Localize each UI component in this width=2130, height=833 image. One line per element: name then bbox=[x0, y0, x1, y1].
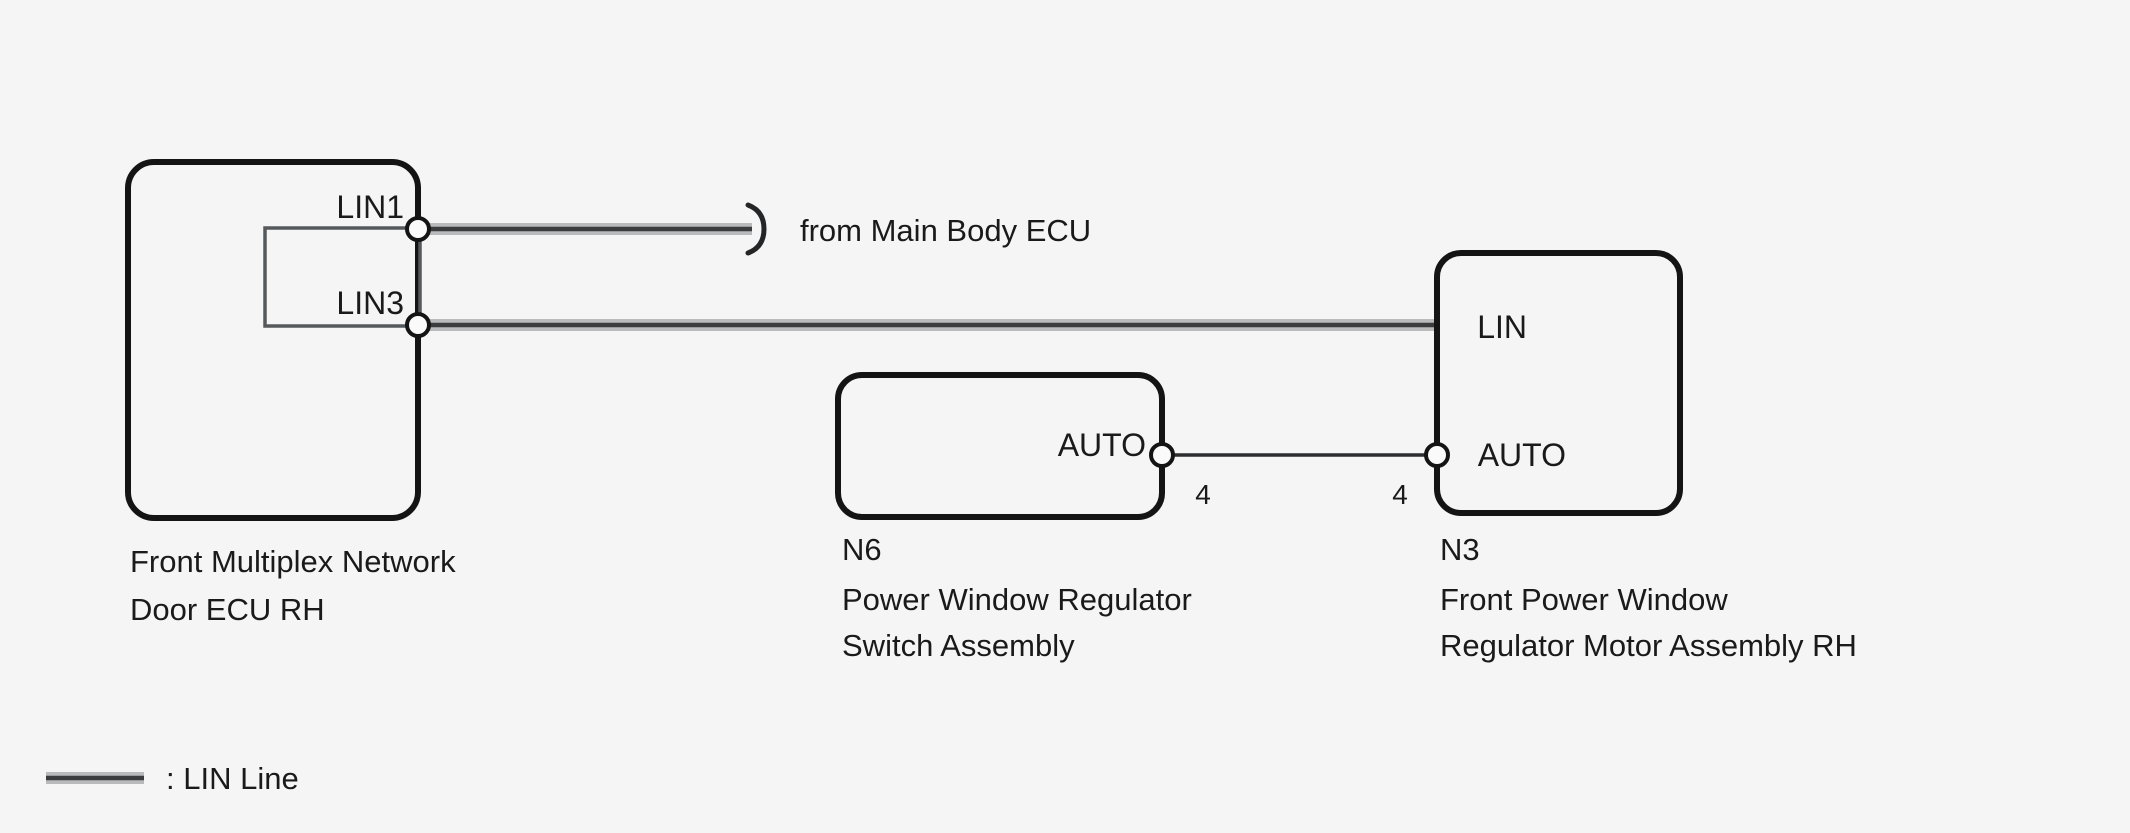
terminal-label-n3-lin: LIN bbox=[1477, 309, 1527, 345]
unit-code-n3: N3 bbox=[1440, 532, 1480, 567]
connector-outline-lin1-lin3 bbox=[263, 226, 422, 328]
terminal-label-lin3: LIN3 bbox=[336, 285, 404, 321]
unit-caption-line2-front-power-window-regulator-motor-assembly-rh: Regulator Motor Assembly RH bbox=[1440, 628, 1857, 663]
unit-caption-line2-power-window-regulator-switch-assembly: Switch Assembly bbox=[842, 628, 1075, 663]
terminal-node-n3-auto[interactable] bbox=[1424, 442, 1450, 468]
terminal-node-lin1[interactable] bbox=[405, 216, 431, 242]
terminal-label-n3-auto: AUTO bbox=[1478, 437, 1566, 473]
unit-caption-line1-front-power-window-regulator-motor-assembly-rh: Front Power Window bbox=[1440, 582, 1728, 617]
pin-number-n6-auto: 4 bbox=[1195, 479, 1211, 510]
unit-box-front-multiplex-network-door-ecu-rh[interactable] bbox=[125, 159, 421, 521]
terminal-label-n6-auto: AUTO bbox=[1058, 427, 1146, 463]
harness-continuation-brace bbox=[745, 202, 767, 256]
terminal-node-lin3[interactable] bbox=[405, 312, 431, 338]
annotation-from-main-body-ecu: from Main Body ECU bbox=[800, 213, 1091, 248]
unit-caption-line1-power-window-regulator-switch-assembly: Power Window Regulator bbox=[842, 582, 1192, 617]
unit-box-front-power-window-regulator-motor-assembly-rh[interactable] bbox=[1434, 250, 1683, 516]
unit-caption-line2-front-multiplex-network-door-ecu-rh: Door ECU RH bbox=[130, 592, 325, 627]
terminal-label-lin1: LIN1 bbox=[336, 189, 404, 225]
unit-code-n6: N6 bbox=[842, 532, 882, 567]
unit-caption-line1-front-multiplex-network-door-ecu-rh: Front Multiplex Network bbox=[130, 544, 456, 579]
legend-lin-line-text: : LIN Line bbox=[166, 761, 299, 796]
terminal-node-n6-auto[interactable] bbox=[1149, 442, 1175, 468]
pin-number-n3-auto: 4 bbox=[1392, 479, 1408, 510]
